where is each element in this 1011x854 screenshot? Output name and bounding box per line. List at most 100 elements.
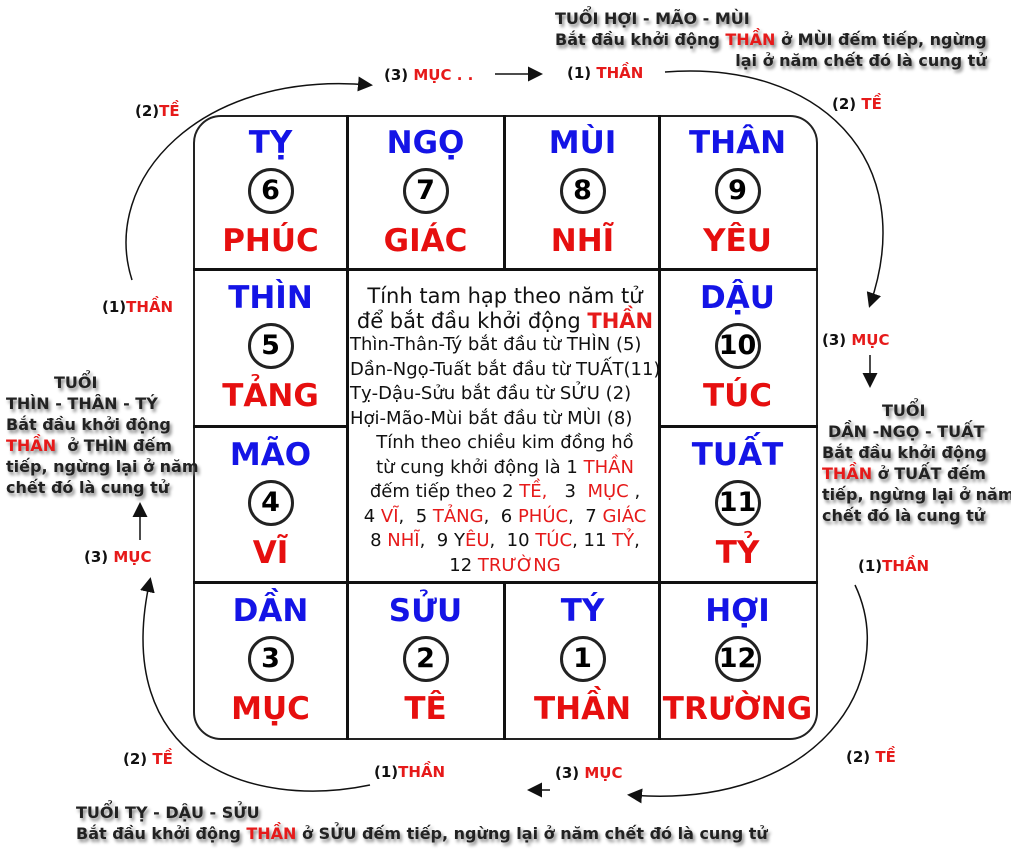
text: , 6 — [483, 505, 518, 527]
arc-bottom-right — [627, 584, 868, 804]
text: THẦN — [725, 30, 776, 49]
text: đếm tiếp theo 2 — [369, 481, 520, 502]
text: NHĨ — [387, 530, 420, 551]
branch-name: NGỌ — [386, 125, 465, 161]
branch-name: DẬU — [700, 280, 775, 316]
text: TUỔI HỢI - MÃO - MÙI — [555, 9, 750, 28]
palace-number: 12 — [714, 636, 761, 682]
label-right-than: (1)THẦN — [858, 557, 930, 575]
star-name: TRƯỜNG — [662, 691, 813, 727]
text: THẦN — [587, 308, 654, 333]
text: TẢNG — [432, 505, 484, 527]
text: 8 NHĨ, 9 YÊU, 10 TÚC, 11 TỶ, — [350, 529, 660, 554]
palace-number: 10 — [714, 323, 761, 369]
text: 8 — [370, 530, 388, 551]
divider — [503, 583, 506, 740]
text: Bắt đầu khởi động — [76, 824, 247, 843]
text: , 5 — [398, 505, 433, 527]
text: Bắt đầu khởi động — [555, 30, 726, 49]
text: Bắt đầu khởi động — [822, 443, 987, 462]
text: , — [634, 530, 640, 551]
text: Tính theo chiều kim đồng hồ — [376, 432, 634, 453]
note-right: TUỔI DẦN -NGỌ - TUẤT Bắt đầu khởi động T… — [822, 400, 1011, 526]
center-explanation: Tính tam hạp theo năm tử để bắt đầu khởi… — [350, 284, 660, 578]
text: lại ở năm chết đó là cung tử — [735, 51, 987, 70]
star-name: TỶ — [715, 535, 760, 571]
note-bottom: TUỔI TỴ - DẬU - SỬU Bắt đầu khởi động TH… — [76, 802, 768, 844]
divider — [660, 425, 818, 428]
branch-name: MÃO — [229, 437, 312, 473]
text: 12 — [449, 554, 478, 576]
divider — [658, 115, 661, 740]
palace-number: 2 — [402, 636, 449, 682]
text: TUỔI — [882, 401, 926, 420]
text: chết đó là cung tử — [6, 478, 170, 497]
text: ÊU — [464, 530, 490, 551]
text: ở TUẤT đếm — [872, 464, 986, 483]
rule: Tỵ-Dậu-Sửu bắt đầu từ SỬU (2) — [350, 383, 632, 404]
text: TRƯỜNG — [477, 554, 561, 576]
palace-number: 6 — [247, 168, 294, 214]
star-name: PHÚC — [222, 223, 319, 259]
divider — [193, 581, 818, 584]
label-top-left-te: (2)TỀ — [135, 102, 180, 120]
label-bottom-muc: (3) MỤC — [555, 764, 623, 782]
label-left-muc: (3) MỤC — [84, 548, 152, 566]
text: , — [628, 481, 641, 502]
label-top-right-te: (2) TỀ — [832, 95, 882, 113]
text: VĨ — [380, 505, 399, 527]
branch-name: THÌN — [228, 280, 313, 316]
arc-top-left — [125, 76, 373, 281]
palace-number: 5 — [247, 323, 294, 369]
palace-number: 4 — [247, 480, 294, 526]
divider — [193, 268, 818, 271]
branch-name: MÙI — [548, 125, 617, 161]
text: TỶ — [612, 530, 635, 551]
text: THẦN — [246, 824, 297, 843]
text: tiếp, ngừng lại ở năm — [822, 485, 1011, 504]
label-bottom-right-te: (2) TỀ — [846, 748, 896, 766]
text: MỤC — [587, 481, 629, 502]
rule: Dần-Ngọ-Tuất bắt đầu từ TUẤT(11) — [350, 358, 661, 380]
palace-number: 1 — [559, 636, 606, 682]
text: ở MÙI đếm tiếp, ngừng — [775, 30, 987, 49]
palace-number: 8 — [559, 168, 606, 214]
star-name: TÚC — [702, 378, 773, 414]
palace-number: 3 — [247, 636, 294, 682]
divider — [346, 270, 349, 740]
note-top: TUỔI HỢI - MÃO - MÙI Bắt đầu khởi động T… — [555, 8, 987, 71]
text: 3 — [547, 481, 588, 502]
text: PHÚC — [517, 505, 569, 527]
text: chết đó là cung tử — [822, 506, 986, 525]
branch-name: TUẤT — [691, 437, 784, 473]
text: THẦN — [822, 464, 873, 483]
center-title: Tính tam hạp theo năm tử — [367, 284, 643, 308]
star-name: NHĨ — [550, 223, 615, 259]
star-name: MỤC — [231, 691, 310, 727]
divider — [503, 115, 506, 270]
text: Bắt đầu khởi động — [6, 415, 171, 434]
label-right-muc: (3) MỤC — [822, 331, 890, 349]
star-name: YÊU — [703, 223, 772, 259]
palace-number: 9 — [714, 168, 761, 214]
star-name: TÊ — [404, 691, 447, 727]
divider — [193, 425, 348, 428]
text: TỀ, — [519, 481, 548, 502]
label-top-muc: (3) MỤC . . — [384, 66, 474, 84]
label-bottom-left-te: (2) TỀ — [123, 750, 173, 768]
branch-name: TỴ — [248, 125, 293, 161]
branch-name: DẦN — [232, 593, 309, 629]
text: ở SỬU đếm tiếp, ngừng lại ở năm chết đó … — [296, 824, 768, 843]
